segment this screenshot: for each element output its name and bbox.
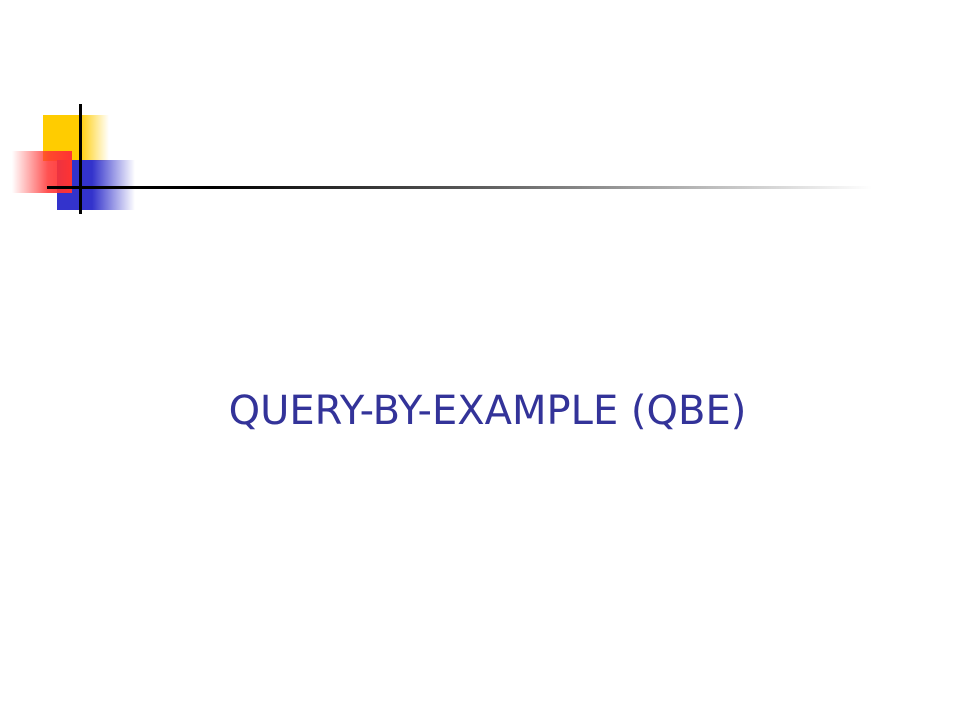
decorative-vertical-line xyxy=(79,104,82,214)
slide-title: QUERY-BY-EXAMPLE (QBE) xyxy=(228,388,747,434)
decorative-horizontal-line xyxy=(47,186,872,189)
